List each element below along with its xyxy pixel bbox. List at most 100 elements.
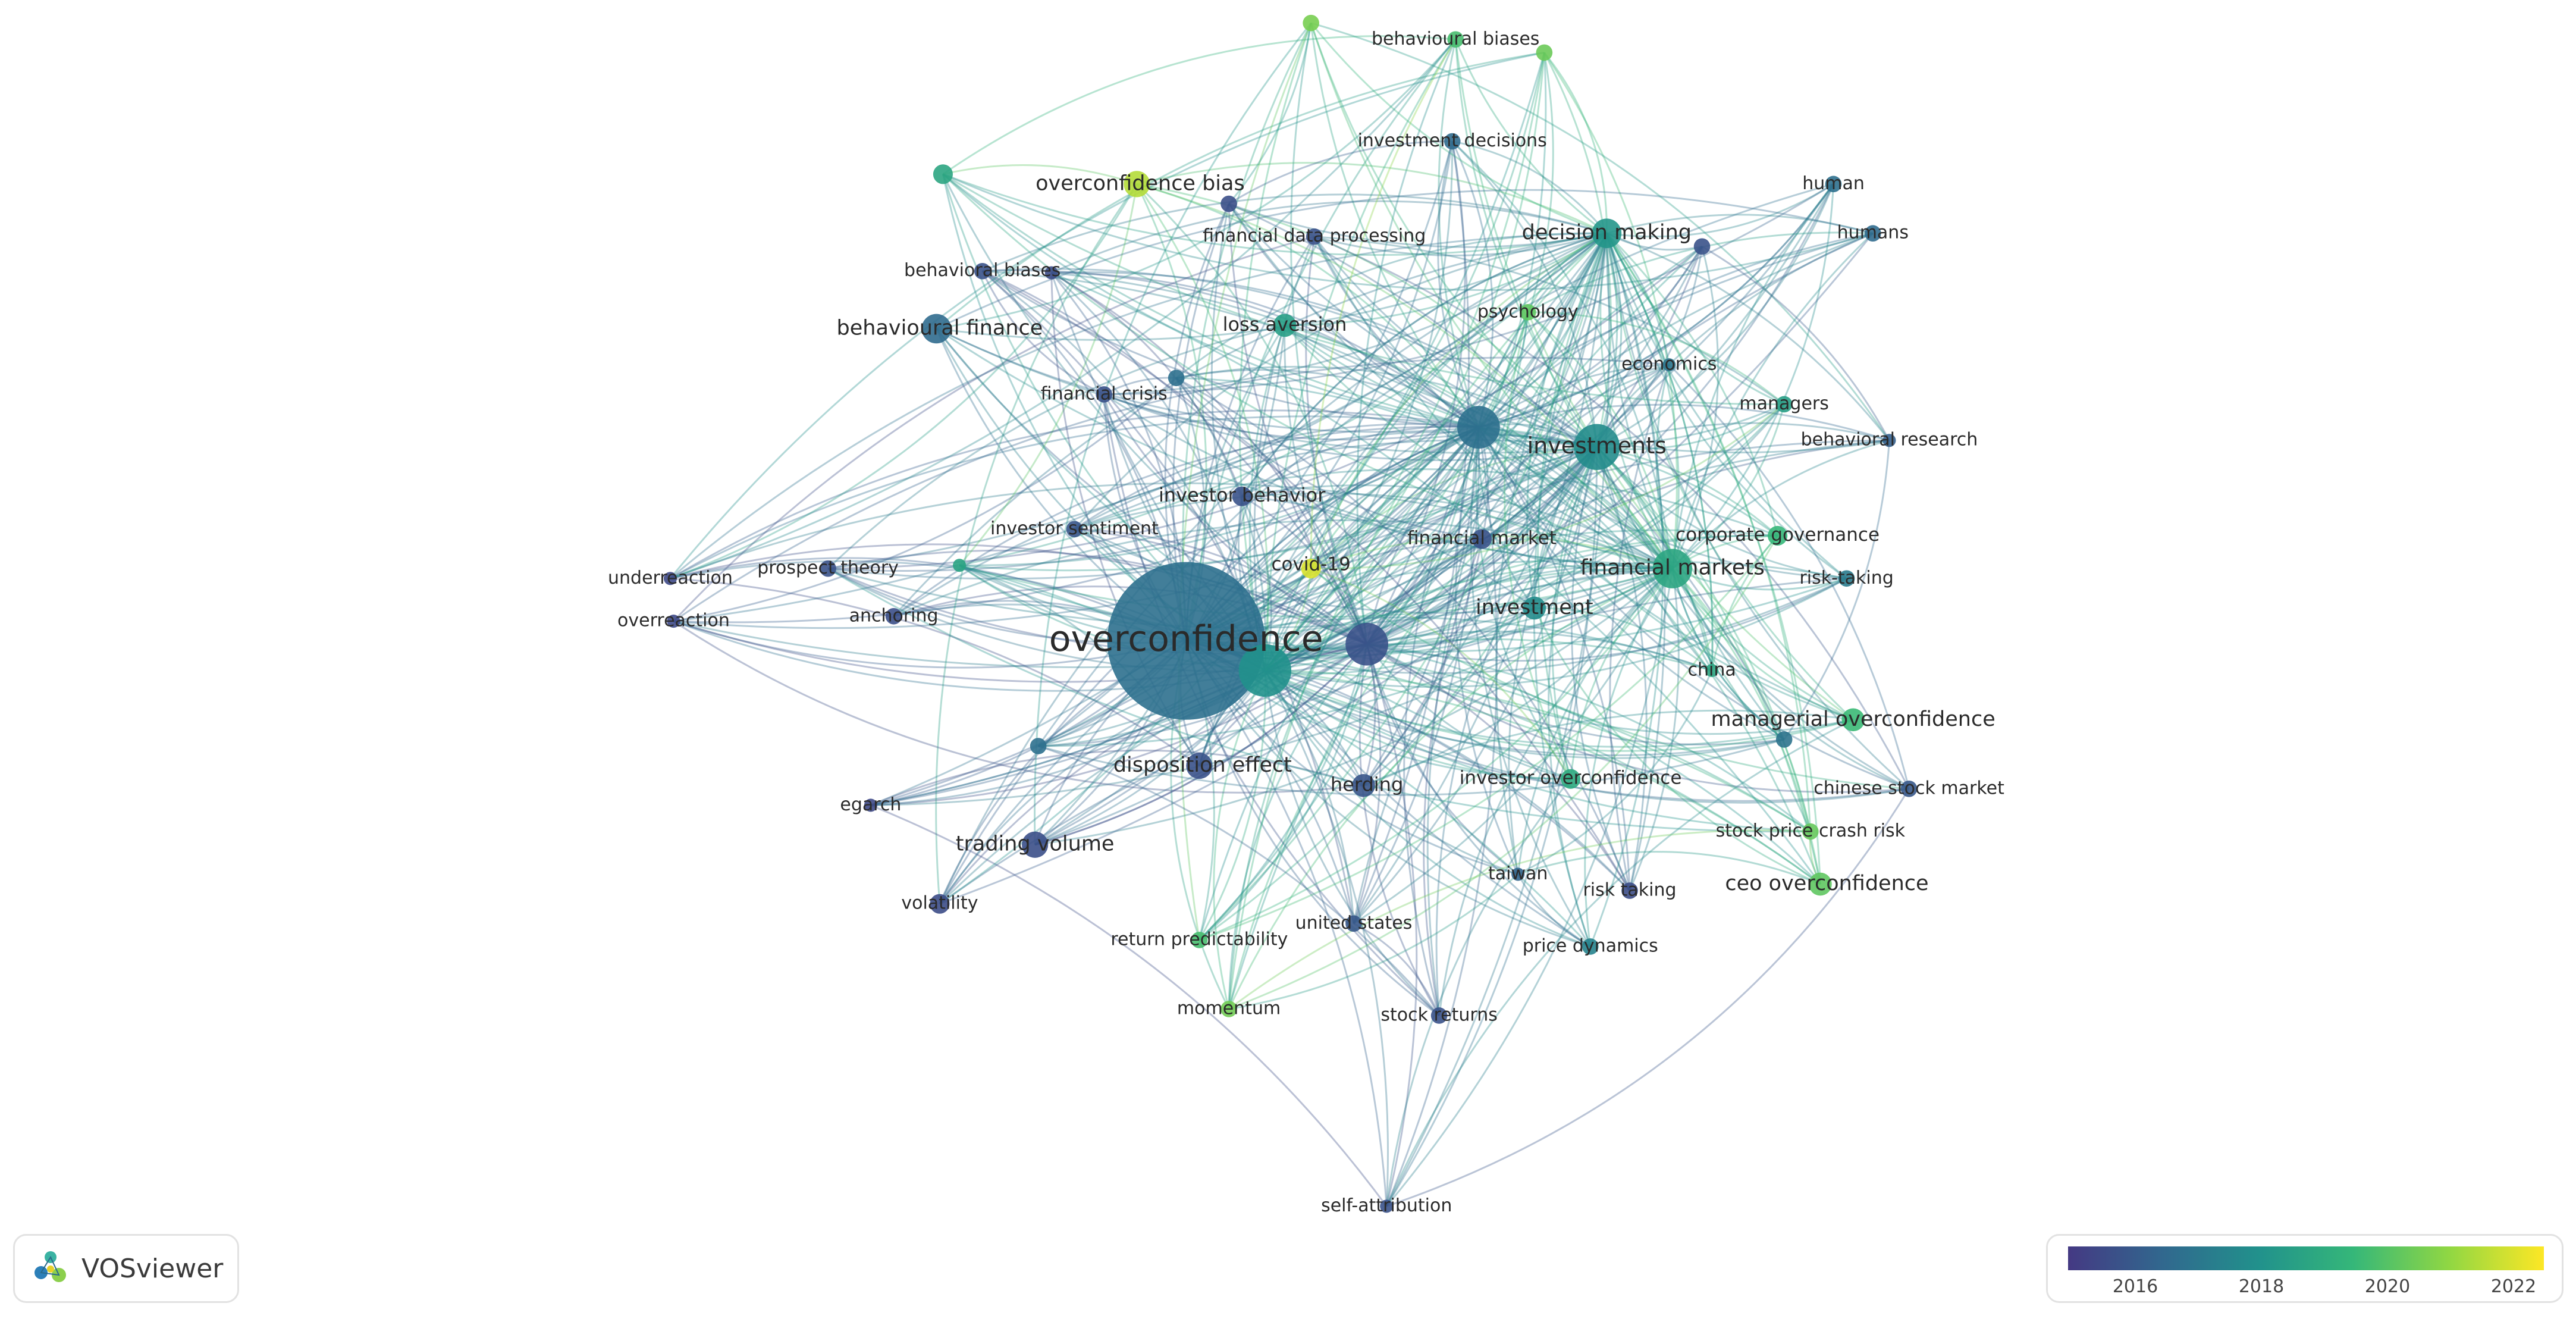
node-economics[interactable] bbox=[1662, 358, 1676, 372]
label-overreaction[interactable]: overreaction bbox=[617, 610, 730, 631]
label-investments[interactable]: investments bbox=[1527, 433, 1667, 459]
label-momentum[interactable]: momentum bbox=[1177, 998, 1281, 1019]
label-risk_taking[interactable]: risk taking bbox=[1583, 880, 1676, 901]
node-taiwan[interactable] bbox=[1511, 867, 1525, 881]
label-financial_data_processing[interactable]: financial data processing bbox=[1203, 225, 1426, 246]
label-investor_sentiment[interactable]: investor sentiment bbox=[990, 518, 1159, 539]
label-psychology[interactable]: psychology bbox=[1477, 301, 1579, 322]
label-decision_making[interactable]: decision making bbox=[1522, 221, 1692, 245]
node-n_teal_big[interactable] bbox=[1238, 644, 1292, 697]
label-china[interactable]: china bbox=[1688, 659, 1736, 680]
node-n_blue_c[interactable] bbox=[1775, 731, 1793, 748]
label-investor_overconfidence[interactable]: investor overconfidence bbox=[1460, 767, 1682, 789]
label-corporate_governance[interactable]: corporate governance bbox=[1676, 524, 1880, 546]
label-investor_behavior[interactable]: investor behavior bbox=[1159, 484, 1326, 506]
node-egarch[interactable] bbox=[864, 798, 877, 812]
label-loss_aversion[interactable]: loss aversion bbox=[1223, 313, 1347, 336]
node-investments[interactable] bbox=[1574, 424, 1620, 470]
label-investment_decisions[interactable]: investment decisions bbox=[1358, 130, 1547, 151]
node-momentum[interactable] bbox=[1220, 1001, 1237, 1017]
label-financial_crisis[interactable]: financial crisis bbox=[1041, 383, 1168, 404]
label-trading_volume[interactable]: trading volume bbox=[956, 832, 1115, 856]
node-corporate_governance[interactable] bbox=[1768, 525, 1788, 546]
node-managerial_overconfidence[interactable] bbox=[1841, 708, 1865, 732]
node-overconfidence_bias[interactable] bbox=[1124, 171, 1150, 198]
node-humans[interactable] bbox=[1865, 225, 1881, 242]
node-n_teal_left[interactable] bbox=[933, 164, 953, 184]
node-united_states[interactable] bbox=[1345, 915, 1362, 932]
label-egarch[interactable]: egarch bbox=[840, 794, 901, 815]
node-anchoring[interactable] bbox=[885, 607, 902, 625]
label-behavioral_biases[interactable]: behavioral biases bbox=[904, 260, 1060, 281]
label-behavioural_biases_top[interactable]: behavioural biases bbox=[1372, 29, 1539, 49]
node-decision_making[interactable] bbox=[1592, 218, 1622, 249]
label-investment[interactable]: investment bbox=[1476, 596, 1593, 619]
label-covid19[interactable]: covid-19 bbox=[1272, 554, 1351, 575]
node-volatility[interactable] bbox=[930, 894, 950, 914]
label-overconfidence[interactable]: overconfidence bbox=[1049, 618, 1323, 660]
vosviewer-logo-badge[interactable]: VOSviewer bbox=[13, 1234, 239, 1303]
label-risk_taking_hy[interactable]: risk-taking bbox=[1799, 568, 1893, 588]
node-investment[interactable] bbox=[1523, 596, 1546, 620]
label-taiwan[interactable]: taiwan bbox=[1488, 863, 1548, 884]
node-psychology[interactable] bbox=[1519, 303, 1536, 321]
node-n_purple_a[interactable] bbox=[1044, 266, 1058, 280]
label-ceo_overconfidence[interactable]: ceo overconfidence bbox=[1725, 872, 1928, 895]
node-behavioral_research[interactable] bbox=[1882, 434, 1896, 447]
node-self_attribution[interactable] bbox=[1380, 1199, 1394, 1213]
node-n_top_green[interactable] bbox=[1303, 14, 1319, 32]
node-financial_market[interactable] bbox=[1471, 529, 1492, 549]
node-return_predictability[interactable] bbox=[1191, 932, 1208, 948]
node-n_blue_a[interactable] bbox=[1168, 369, 1185, 387]
node-behavioral_biases[interactable] bbox=[974, 262, 991, 280]
label-volatility[interactable]: volatility bbox=[901, 893, 978, 914]
label-self_attribution[interactable]: self-attribution bbox=[1321, 1195, 1452, 1216]
label-managerial_overconfidence[interactable]: managerial overconfidence bbox=[1711, 707, 1995, 731]
label-underreaction[interactable]: underreaction bbox=[608, 568, 733, 588]
node-n_blue_big[interactable] bbox=[1457, 406, 1500, 449]
node-financial_markets[interactable] bbox=[1652, 549, 1692, 588]
node-ceo_overconfidence[interactable] bbox=[1809, 872, 1832, 896]
node-overreaction[interactable] bbox=[667, 615, 680, 628]
label-prospect_theory[interactable]: prospect theory bbox=[757, 557, 899, 578]
node-overconfidence[interactable] bbox=[1107, 562, 1265, 720]
node-investor_behavior[interactable] bbox=[1232, 486, 1252, 506]
label-behavioral_research[interactable]: behavioral research bbox=[1801, 430, 1978, 450]
node-investment_decisions[interactable] bbox=[1444, 133, 1461, 150]
label-economics[interactable]: economics bbox=[1621, 354, 1717, 375]
node-investor_overconfidence[interactable] bbox=[1561, 769, 1581, 789]
node-behavioural_finance[interactable] bbox=[921, 314, 952, 344]
label-disposition_effect[interactable]: disposition effect bbox=[1113, 753, 1292, 777]
node-prospect_theory[interactable] bbox=[820, 560, 836, 577]
node-herding[interactable] bbox=[1352, 773, 1375, 797]
node-n_purple_b[interactable] bbox=[1220, 195, 1237, 212]
label-managers[interactable]: managers bbox=[1739, 393, 1828, 414]
node-covid19[interactable] bbox=[1301, 559, 1321, 579]
label-anchoring[interactable]: anchoring bbox=[849, 605, 939, 626]
label-return_predictability[interactable]: return predictability bbox=[1110, 929, 1288, 950]
node-stock_price_crash_risk[interactable] bbox=[1802, 823, 1819, 840]
label-price_dynamics[interactable]: price dynamics bbox=[1523, 935, 1658, 956]
label-financial_markets[interactable]: financial markets bbox=[1580, 556, 1765, 580]
node-managers[interactable] bbox=[1775, 396, 1793, 413]
node-trading_volume[interactable] bbox=[1022, 831, 1049, 858]
label-human[interactable]: human bbox=[1802, 173, 1865, 194]
node-china[interactable] bbox=[1705, 663, 1719, 677]
node-stock_returns[interactable] bbox=[1430, 1007, 1448, 1024]
node-n_blue_b[interactable] bbox=[1030, 738, 1047, 754]
label-united_states[interactable]: united states bbox=[1295, 913, 1413, 933]
node-price_dynamics[interactable] bbox=[1582, 938, 1599, 955]
node-human[interactable] bbox=[1825, 176, 1842, 193]
label-stock_returns[interactable]: stock returns bbox=[1380, 1004, 1498, 1025]
node-underreaction[interactable] bbox=[663, 572, 677, 585]
label-behavioural_finance[interactable]: behavioural finance bbox=[837, 316, 1043, 340]
node-financial_crisis[interactable] bbox=[1096, 386, 1112, 403]
node-behavioural_biases_top[interactable] bbox=[1447, 31, 1464, 48]
node-risk_taking[interactable] bbox=[1621, 882, 1638, 899]
label-humans[interactable]: humans bbox=[1837, 223, 1909, 243]
node-chinese_stock_market[interactable] bbox=[1900, 781, 1918, 797]
node-n_top_green2[interactable] bbox=[1536, 44, 1553, 61]
label-chinese_stock_market[interactable]: chinese stock market bbox=[1813, 778, 2004, 798]
label-herding[interactable]: herding bbox=[1331, 773, 1403, 795]
